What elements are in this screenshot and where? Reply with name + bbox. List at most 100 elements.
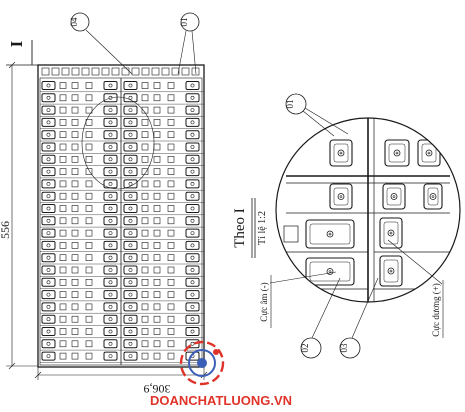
busbar-tab: [111, 67, 120, 76]
cell-terminal: [185, 351, 200, 361]
watermark-text: DOANCHATLUONG.VN: [150, 393, 292, 408]
cell-terminal: [185, 130, 200, 140]
cell-terminal: [41, 142, 56, 152]
busbar-tab: [91, 67, 100, 76]
top-busbar-strip: [41, 67, 200, 76]
cell-terminal: [41, 327, 56, 336]
cell-terminal: [103, 265, 118, 275]
cell-terminal: [123, 179, 138, 189]
cell-terminal: [41, 314, 56, 324]
cell-terminal: [41, 93, 56, 103]
cell-terminal: [41, 117, 56, 127]
busbar-tab: [181, 67, 190, 76]
cell-terminal: [41, 105, 56, 115]
cell-terminal: [123, 302, 138, 312]
cell-terminal: [185, 105, 200, 115]
cell-terminal: [41, 216, 56, 226]
detail-callout-01: 01: [285, 93, 349, 137]
detail-title: Theo I: [232, 208, 248, 248]
cell-terminal: [41, 228, 56, 238]
cell-terminal: [103, 154, 118, 164]
callout-01-label: 01: [179, 18, 189, 27]
cell-terminal: [103, 216, 118, 226]
busbar-tab: [101, 67, 110, 76]
cell-terminal: [41, 351, 56, 361]
cell-terminal: [41, 179, 56, 189]
cell-terminal: [41, 253, 56, 263]
cell-terminal: [103, 339, 118, 349]
cell-terminal: [103, 253, 118, 263]
positive-terminal-label-group: Cực dương (+): [387, 239, 444, 338]
cell-terminal: [103, 105, 118, 115]
detail-cell: [305, 257, 355, 286]
detail-cell: [423, 183, 443, 210]
cell-terminal: [123, 142, 138, 152]
busbar-tab: [171, 67, 180, 76]
callout-02: 02: [300, 277, 341, 359]
detail-region-circle: [81, 96, 155, 190]
cell-terminal: [103, 228, 118, 238]
cell-terminal: [185, 253, 200, 263]
busbar-tab: [71, 67, 80, 76]
cell-terminal: [103, 327, 118, 336]
cell-terminal: [103, 130, 118, 140]
cell-terminal: [123, 228, 138, 238]
cell-terminal: [123, 265, 138, 275]
callout-03-label: 03: [339, 343, 349, 353]
cell-terminal: [185, 191, 200, 201]
cell-terminal: [185, 314, 200, 324]
cell-terminal: [41, 277, 56, 287]
positive-terminal-label: Cực dương (+): [431, 283, 441, 337]
callout-03: 03: [339, 277, 379, 359]
detail-cell: [329, 183, 353, 210]
detail-view-border: [275, 117, 461, 303]
cell-terminal: [103, 351, 118, 361]
cell-terminal: [123, 339, 138, 349]
callout-01: 01: [177, 12, 200, 75]
cell-terminal: [41, 302, 56, 312]
cell-terminal: [41, 191, 56, 201]
cell-terminal: [103, 117, 118, 127]
detail-cell: [384, 139, 410, 167]
cell-grid: [40, 81, 204, 363]
height-dimension: [6, 61, 38, 370]
cell-terminal: [103, 240, 118, 250]
detail-scale: Tỉ lệ 1:2: [257, 211, 268, 245]
cell-terminal: [41, 240, 56, 250]
cell-terminal: [123, 314, 138, 324]
cell-terminal: [185, 93, 200, 103]
cell-terminal: [185, 117, 200, 127]
busbar-tab: [81, 67, 90, 76]
cell-terminal: [185, 204, 200, 213]
cell-terminal: [123, 167, 138, 177]
cell-terminal: [103, 191, 118, 201]
cell-terminal: [103, 204, 118, 213]
cell-terminal: [123, 327, 138, 336]
cell-terminal: [123, 277, 138, 287]
cell-terminal: [185, 240, 200, 250]
callout-04-label: 04: [69, 17, 79, 27]
cell-terminal: [123, 105, 138, 115]
cell-terminal: [103, 167, 118, 177]
detail-view: [275, 117, 461, 303]
cell-terminal: [103, 302, 118, 312]
cell-terminal: [123, 130, 138, 140]
cell-terminal: [41, 167, 56, 177]
cell-terminal: [103, 314, 118, 324]
cell-terminal: [41, 339, 56, 349]
cell-terminal: [185, 265, 200, 275]
cell-terminal: [123, 204, 138, 213]
detail-cell: [305, 219, 355, 249]
busbar-tab: [141, 67, 150, 76]
cell-terminal: [41, 130, 56, 140]
height-dimension-value: 556: [0, 221, 12, 239]
cell-terminal: [103, 81, 118, 90]
cell-terminal: [103, 290, 118, 300]
cell-terminal: [123, 253, 138, 263]
battery-pack-view: [37, 64, 205, 368]
cell-terminal: [185, 302, 200, 312]
cell-terminal: [123, 117, 138, 127]
busbar-tab: [41, 67, 50, 76]
cell-terminal: [123, 290, 138, 300]
cell-terminal: [185, 179, 200, 189]
